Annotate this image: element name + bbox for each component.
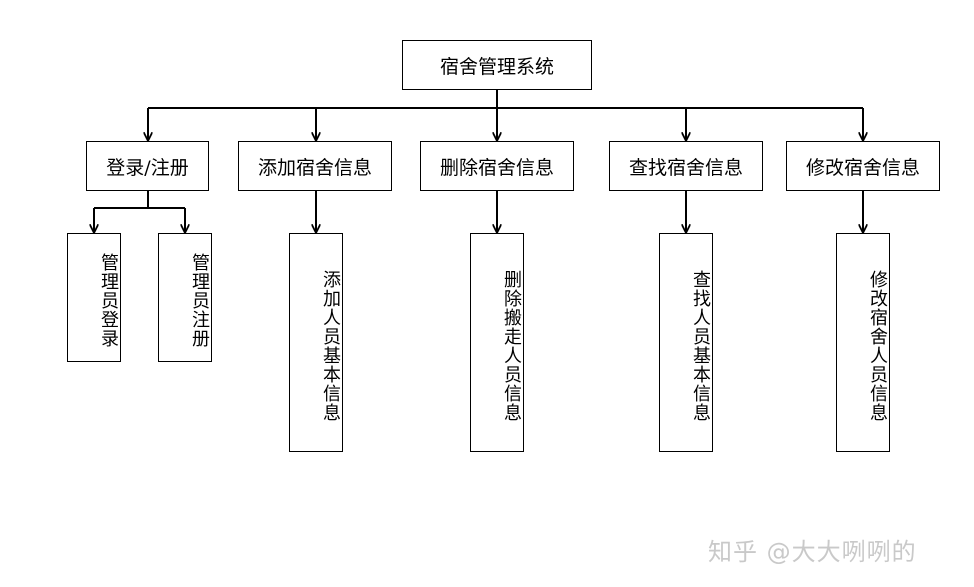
module-label: 登录/注册 (106, 156, 189, 179)
detail-admin-register: 管理员注册 (158, 233, 212, 362)
module-login-register: 登录/注册 (86, 141, 209, 191)
detail-find-person-info: 查找人员基本信息 (659, 233, 713, 452)
watermark: 知乎 @大大咧咧的 (708, 538, 917, 566)
module-label: 删除宿舍信息 (439, 156, 554, 179)
detail-label: 管理员注册 (189, 253, 210, 348)
detail-modify-dorm-person-info: 修改宿舍人员信息 (836, 233, 890, 452)
module-add-dorm-info: 添加宿舍信息 (238, 141, 392, 191)
detail-label: 修改宿舍人员信息 (867, 269, 888, 422)
detail-label: 删除搬走人员信息 (501, 269, 522, 422)
module-delete-dorm-info: 删除宿舍信息 (420, 141, 574, 191)
module-modify-dorm-info: 修改宿舍信息 (786, 141, 940, 191)
module-find-dorm-info: 查找宿舍信息 (609, 141, 763, 191)
module-label: 修改宿舍信息 (805, 156, 920, 179)
root-node: 宿舍管理系统 (402, 40, 592, 90)
detail-delete-moved-person-info: 删除搬走人员信息 (470, 233, 524, 452)
module-label: 添加宿舍信息 (257, 156, 372, 179)
detail-add-person-info: 添加人员基本信息 (289, 233, 343, 452)
module-label: 查找宿舍信息 (628, 156, 743, 179)
detail-label: 查找人员基本信息 (690, 269, 711, 422)
detail-admin-login: 管理员登录 (67, 233, 121, 362)
detail-label: 管理员登录 (98, 253, 119, 348)
detail-label: 添加人员基本信息 (320, 269, 341, 422)
root-node-label: 宿舍管理系统 (439, 55, 554, 78)
